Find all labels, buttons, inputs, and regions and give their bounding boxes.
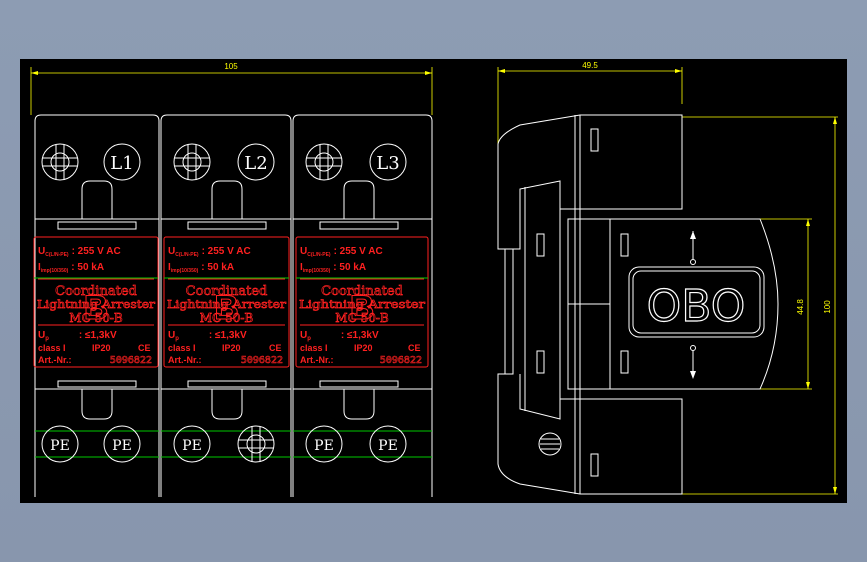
phase-label: L1 — [110, 153, 133, 174]
total-height-value: 100 — [823, 300, 832, 314]
label-frame — [163, 236, 290, 368]
product-line-3: MC 50-B — [69, 311, 123, 325]
pe-terminal-icon: PE — [103, 425, 141, 463]
ip-text: IP20 — [222, 343, 241, 353]
ce-mark: CE — [408, 343, 421, 353]
ce-mark: CE — [269, 343, 282, 353]
terminal-screw-icon — [305, 143, 343, 181]
phase-label: L2 — [244, 153, 267, 174]
manufacturer-logo: B — [84, 289, 109, 327]
manufacturer-logo: B — [350, 289, 375, 327]
pe-terminal-icon: PE — [173, 425, 211, 463]
svg-text:PE: PE — [314, 438, 334, 454]
product-line-1: Coordinated — [55, 284, 137, 299]
art-label: Art.-Nr.: — [38, 355, 72, 365]
product-line-1: Coordinated — [186, 284, 268, 299]
uc-rating: UC(L/N-PE): 255 V AC — [300, 246, 383, 258]
up-rating: Up: ≤1,3kV — [168, 330, 247, 342]
arrow-down-icon — [690, 345, 696, 379]
side-view: 49.5 100 44.8 — [497, 61, 838, 495]
product-line-1: Coordinated — [321, 284, 403, 299]
svg-text:PE: PE — [112, 438, 132, 454]
inner-height-value: 44.8 — [796, 299, 805, 315]
up-rating: Up: ≤1,3kV — [38, 330, 117, 342]
brand-name: OBO — [647, 281, 746, 332]
product-line-2: Lightning Arrester — [167, 298, 287, 311]
art-label: Art.-Nr.: — [168, 355, 202, 365]
product-line-2: Lightning Arrester — [299, 298, 426, 311]
class-text: class I — [300, 343, 328, 353]
up-rating: Up: ≤1,3kV — [300, 330, 379, 342]
svg-text:PE: PE — [182, 438, 202, 454]
pe-terminal-icon: PE — [305, 425, 343, 463]
surge-arrester-drawing: 105 L1 — [30, 61, 838, 497]
uc-rating: UC(L/N-PE): 255 V AC — [38, 246, 121, 258]
art-label: Art.-Nr.: — [300, 355, 334, 365]
mounting-screw-icon — [538, 432, 562, 456]
product-line-2: Lightning Arrester — [37, 298, 156, 311]
imp-rating: Iimp(10/350): 50 kA — [38, 262, 104, 274]
terminal-screw-icon — [173, 143, 211, 181]
label-frame — [295, 236, 429, 368]
art-number: 5096822 — [380, 355, 422, 366]
front-view: L1 PE PE — [33, 114, 433, 497]
uc-rating: UC(L/N-PE): 255 V AC — [168, 246, 251, 258]
module-l3: L3 PE PE — [292, 114, 433, 497]
terminal-label-icon: L1 — [103, 143, 141, 181]
art-number: 5096822 — [241, 355, 283, 366]
phase-label: L3 — [376, 153, 399, 174]
rating-label-l1: UC(L/N-PE): 255 V AC Iimp(10/350): 50 kA B… — [33, 236, 159, 368]
pe-terminal-icon: PE — [41, 425, 79, 463]
terminal-label-icon: L3 — [369, 143, 407, 181]
svg-text:PE: PE — [50, 438, 70, 454]
imp-rating: Iimp(10/350): 50 kA — [168, 262, 234, 274]
terminal-screw-icon — [237, 425, 275, 463]
manufacturer-logo: B — [214, 289, 239, 327]
cad-drawing-viewport: 105 L1 — [20, 59, 847, 503]
terminal-label-icon: L2 — [237, 143, 275, 181]
label-frame — [33, 236, 159, 368]
ip-text: IP20 — [92, 343, 111, 353]
ce-mark: CE — [138, 343, 151, 353]
class-text: class I — [168, 343, 196, 353]
module-l1: L1 PE PE — [34, 114, 160, 497]
front-width-value: 105 — [224, 62, 238, 71]
product-line-3: MC 50-B — [335, 311, 389, 325]
art-number: 5096822 — [110, 355, 152, 366]
imp-rating: Iimp(10/350): 50 kA — [300, 262, 366, 274]
ip-text: IP20 — [354, 343, 373, 353]
terminal-screw-icon — [41, 143, 79, 181]
pe-terminal-icon: PE — [369, 425, 407, 463]
class-text: class I — [38, 343, 66, 353]
rating-label-l2: UC(L/N-PE): 255 V AC Iimp(10/350): 50 kA B… — [163, 236, 290, 368]
product-line-3: MC 50-B — [200, 311, 254, 325]
side-width-value: 49.5 — [582, 61, 598, 70]
module-l2: L2 PE — [160, 114, 292, 497]
svg-text:PE: PE — [378, 438, 398, 454]
front-width-dimension: 105 — [30, 62, 433, 115]
obo-logo: OBO — [628, 266, 765, 338]
arrow-up-icon — [690, 231, 696, 265]
rating-label-l3: UC(L/N-PE): 255 V AC Iimp(10/350): 50 kA B… — [295, 236, 429, 368]
